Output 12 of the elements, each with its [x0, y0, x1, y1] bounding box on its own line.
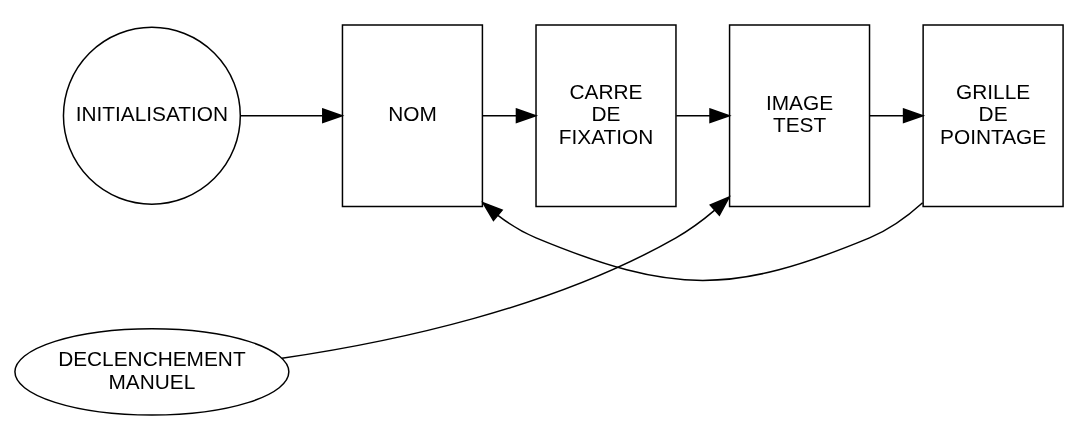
node-box: IMAGE TEST	[728, 23, 871, 207]
arrow	[675, 107, 732, 124]
arrow	[239, 107, 345, 124]
node-circle: INITIALISATION	[62, 26, 242, 205]
node-box: CARRE DE FIXATION	[535, 23, 677, 207]
arrow	[281, 195, 731, 359]
arrow	[482, 107, 539, 124]
arrow	[869, 107, 926, 124]
node-ellipse: DECLENCHEMENT MANUEL	[14, 327, 290, 416]
node-box: NOM	[341, 23, 484, 207]
arrow	[481, 200, 924, 281]
node-box: GRILLE DE POINTAGE	[922, 23, 1064, 207]
